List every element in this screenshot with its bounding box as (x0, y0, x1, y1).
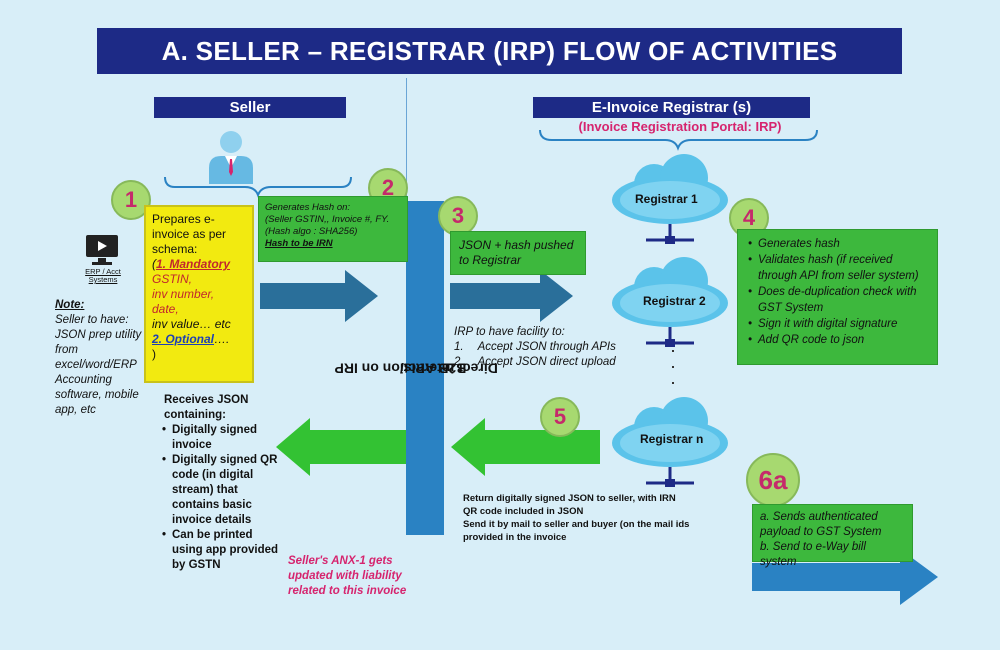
irp-header: E-Invoice Registrar (s) (533, 97, 810, 118)
registrar-2-label: Registrar 2 (643, 294, 706, 308)
step-1-optional-tail: …. (214, 332, 230, 346)
step-2-line4: Hash to be IRN (265, 238, 333, 249)
item-text: Accept JSON through APIs (477, 341, 616, 353)
receives-item: Digitally signed QR code (in digital str… (160, 453, 285, 528)
step-1-gstin: GSTIN, (152, 272, 193, 286)
monitor-icon (86, 235, 118, 265)
irp-facility: IRP to have facility to: 1. Accept JSON … (454, 325, 654, 370)
anx1-note: Seller's ANX-1 gets updated with liabili… (288, 555, 407, 597)
registrar-n-cloud-icon (612, 397, 728, 487)
step-3-badge: 3 (438, 196, 478, 236)
b2b-api-label: B2B APIs/ Direct interaction on IRP (335, 201, 498, 535)
receives-heading: Receives JSON containing: (164, 394, 249, 421)
seller-brace (164, 176, 352, 198)
note-line: JSON prep utility (55, 329, 142, 341)
registrar-1-label: Registrar 1 (635, 192, 698, 206)
step-1-badge: 1 (111, 180, 151, 220)
step-4-item: Generates hash (746, 236, 929, 252)
diagram-title: A. SELLER – REGISTRAR (IRP) FLOW OF ACTI… (97, 28, 902, 74)
step-4-box: Generates hash Validates hash (if receiv… (737, 229, 938, 365)
arrow-right-irp (450, 270, 573, 322)
note-line: app, etc (55, 404, 96, 416)
step-1-close: ) (152, 347, 156, 361)
step-1-optional: 2. Optional (152, 332, 215, 346)
step-2-line3: (Hash algo : SHA256) (265, 226, 358, 237)
step-4-item: Add QR code to json (746, 332, 929, 348)
note-line: excel/word/ERP (55, 359, 137, 371)
step-4-item: Does de-duplication check with GST Syste… (746, 284, 929, 316)
step-1-mandatory: 1. Mandatory (156, 257, 231, 271)
seller-header: Seller (154, 97, 346, 118)
registrar-2-cloud-icon (612, 257, 728, 347)
step-1-date: date, (152, 302, 179, 316)
note-line: software, mobile (55, 389, 139, 401)
item-number: 1. (454, 341, 464, 353)
step-6a-line1: a. Sends authenticated payload to GST Sy… (760, 511, 882, 538)
step-4-item: Sign it with digital signature (746, 316, 929, 332)
note-line: Accounting (55, 374, 112, 386)
registrar-n-label: Registrar n (640, 432, 704, 446)
step-1-inv-value: inv value… etc (152, 317, 231, 331)
step-5-item: QR code included in JSON (463, 506, 584, 517)
seller-person-icon (209, 131, 253, 184)
step-2-box: Generates Hash on: (Seller GSTIN,, Invoi… (258, 196, 408, 262)
receives-item: Digitally signed invoice (160, 423, 285, 453)
step-5-badge: 5 (540, 397, 580, 437)
step-6a-badge: 6a (746, 453, 800, 507)
item-text: Accept JSON direct upload (477, 356, 616, 368)
step-3-box: JSON + hash pushed to Registrar (450, 231, 586, 275)
step-6a-line2: b. Send to e-Way bill system (760, 541, 866, 568)
note-line: from (55, 344, 78, 356)
step-1-inv-number: inv number, (152, 287, 215, 301)
step-2-line2: (Seller GSTIN,, Invoice #, FY. (265, 214, 390, 225)
receives-json: Receives JSON containing: Digitally sign… (160, 393, 285, 573)
step-6a-box: a. Sends authenticated payload to GST Sy… (752, 504, 913, 568)
note-line: Seller to have: (55, 314, 129, 326)
note-heading: Note: (55, 299, 85, 311)
seller-note: Note: Seller to have: JSON prep utility … (55, 298, 150, 418)
item-number: 2. (454, 356, 464, 368)
erp-label: ERP / Acct Systems (85, 267, 121, 284)
step-2-line1: Generates Hash on: (265, 202, 351, 213)
step-4-item: Validates hash (if received through API … (746, 252, 929, 284)
b2b-api-bar (406, 201, 444, 535)
irp-subheader: (Invoice Registration Portal: IRP) (578, 119, 782, 134)
registrar-1-cloud-icon (612, 154, 728, 244)
arrow-right-seller (260, 270, 378, 322)
arrow-left-irp (451, 418, 600, 476)
irp-facility-item: 1. Accept JSON through APIs (454, 340, 654, 355)
step-5-item: Send it by mail to seller and buyer (on … (463, 519, 690, 543)
irp-facility-item: 2. Accept JSON direct upload (454, 355, 654, 370)
step-5-list: Return digitally signed JSON to seller, … (453, 492, 713, 544)
irp-facility-heading: IRP to have facility to: (454, 326, 565, 338)
step-5-item: Return digitally signed JSON to seller, … (463, 493, 676, 504)
step-1-box: Prepares e-invoice as per schema: (1. Ma… (144, 205, 254, 383)
divider-line (406, 78, 407, 203)
arrow-left-seller (276, 418, 407, 476)
step-1-intro: Prepares e-invoice as per schema: (152, 212, 227, 256)
receives-item: Can be printed using app provided by GST… (160, 528, 285, 573)
